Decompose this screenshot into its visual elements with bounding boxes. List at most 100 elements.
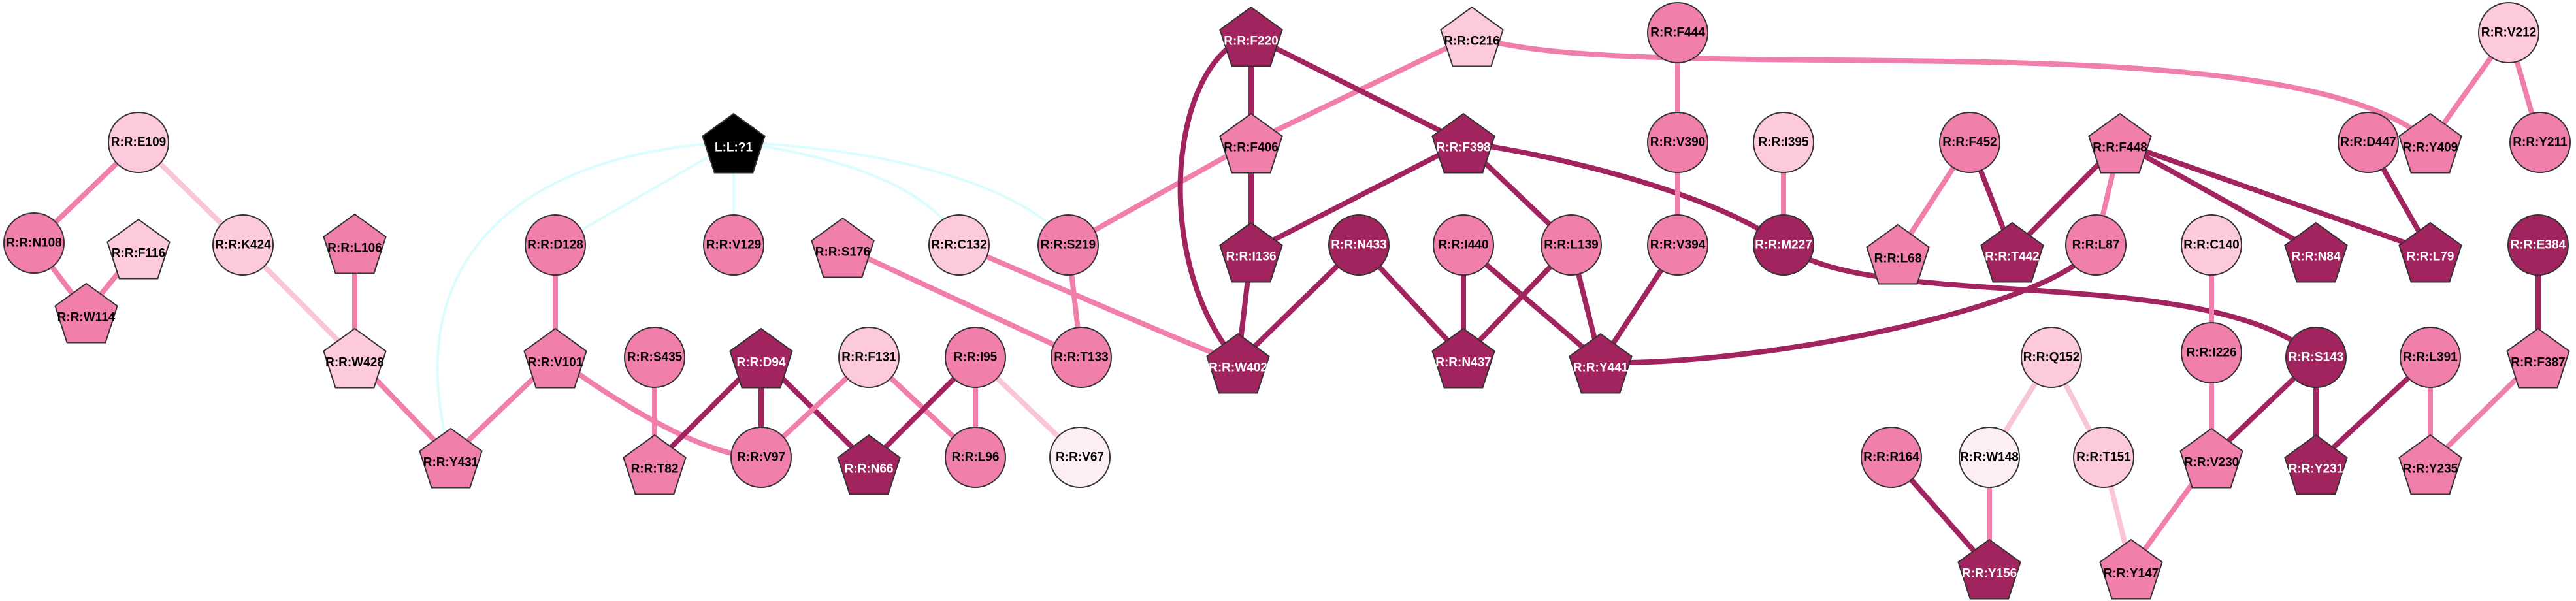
node-r-r-v67[interactable]: R:R:V67 [1049,427,1111,488]
edge-r-r-f398-to-r-r-m227 [1461,140,1786,248]
node-r-r-i440[interactable]: R:R:I440 [1433,214,1494,276]
node-shape [2338,112,2399,173]
node-r-r-t82[interactable]: R:R:T82 [623,434,687,495]
node-r-r-w114[interactable]: R:R:W114 [54,282,118,344]
node-r-r-v97[interactable]: R:R:V97 [730,427,792,488]
node-label: R:R:N437 [1435,356,1492,370]
node-label: R:R:L391 [2403,351,2458,365]
node-label: R:R:E109 [111,136,166,150]
node-r-r-t442[interactable]: R:R:T442 [1980,221,2044,283]
node-r-r-d447[interactable]: R:R:D447 [2338,112,2399,173]
node-r-r-e109[interactable]: R:R:E109 [108,112,169,173]
node-r-r-n433[interactable]: R:R:N433 [1328,214,1390,276]
node-shape [2398,112,2462,174]
node-r-r-i395[interactable]: R:R:I395 [1753,112,1814,173]
node-r-r-n108[interactable]: R:R:N108 [3,212,65,274]
node-shape [1037,214,1099,276]
node-r-r-c132[interactable]: R:R:C132 [928,214,990,276]
node-r-r-s435[interactable]: R:R:S435 [624,327,685,388]
node-label: R:R:S143 [2289,351,2343,365]
node-r-r-w428[interactable]: R:R:W428 [323,327,387,389]
node-r-r-f452[interactable]: R:R:F452 [1939,112,2000,173]
node-r-r-n437[interactable]: R:R:N437 [1431,327,1495,389]
node-shape [1866,223,1930,285]
node-label: R:R:F448 [2093,141,2147,155]
node-label: R:R:C216 [1444,35,1500,48]
node-r-r-i95[interactable]: R:R:I95 [945,327,1006,388]
node-r-r-l96[interactable]: R:R:L96 [945,427,1006,488]
node-r-r-w148[interactable]: R:R:W148 [1959,427,2020,488]
node-r-r-y231[interactable]: R:R:Y231 [2284,434,2348,495]
node-r-r-v394[interactable]: R:R:V394 [1647,214,1708,276]
node-r-r-d128[interactable]: R:R:D128 [525,214,586,276]
node-label: R:R:M227 [1755,238,1812,252]
node-r-r-c216[interactable]: R:R:C216 [1440,6,1504,67]
node-r-r-d94[interactable]: R:R:D94 [729,327,793,389]
node-r-r-l391[interactable]: R:R:L391 [2400,327,2461,388]
node-r-r-l79[interactable]: R:R:L79 [2398,221,2462,283]
node-shape [2507,214,2569,276]
node-r-r-s219[interactable]: R:R:S219 [1037,214,1099,276]
node-r-r-q152[interactable]: R:R:Q152 [2021,327,2082,388]
node-r-r-t133[interactable]: R:R:T133 [1051,327,1112,388]
node-r-r-f444[interactable]: R:R:F444 [1647,2,1708,63]
node-r-r-f448[interactable]: R:R:F448 [2088,112,2152,174]
node-label: R:R:F444 [1650,26,1705,40]
node-r-r-i226[interactable]: R:R:I226 [2181,322,2242,383]
node-r-r-v101[interactable]: R:R:V101 [523,327,587,389]
node-r-r-f116[interactable]: R:R:F116 [106,218,171,280]
node-label: R:R:Q152 [2023,351,2080,365]
node-r-r-r164[interactable]: R:R:R164 [1861,427,1922,488]
node-r-r-t151[interactable]: R:R:T151 [2073,427,2134,488]
node-r-r-y409[interactable]: R:R:Y409 [2398,112,2462,174]
node-label: R:R:Y211 [2513,136,2568,150]
node-r-r-y441[interactable]: R:R:Y441 [1569,333,1633,394]
node-shape [525,214,586,276]
node-r-r-i136[interactable]: R:R:I136 [1219,221,1283,283]
node-r-r-f398[interactable]: R:R:F398 [1431,112,1495,174]
node-r-r-v390[interactable]: R:R:V390 [1647,112,1708,173]
node-r-r-f220[interactable]: R:R:F220 [1219,6,1283,67]
node-label: R:R:Y235 [2403,463,2458,476]
node-r-r-y431[interactable]: R:R:Y431 [419,427,483,489]
node-r-r-f406[interactable]: R:R:F406 [1219,112,1283,174]
node-l-l-1[interactable]: L:L:?1 [702,112,766,174]
node-r-r-y211[interactable]: R:R:Y211 [2509,112,2571,173]
node-r-r-l87[interactable]: R:R:L87 [2065,214,2127,276]
node-r-r-v230[interactable]: R:R:V230 [2179,427,2243,489]
node-r-r-l106[interactable]: R:R:L106 [323,213,387,274]
node-shape [2181,214,2242,276]
node-shape [1219,112,1283,174]
node-r-r-f387[interactable]: R:R:F387 [2506,327,2570,389]
node-r-r-l68[interactable]: R:R:L68 [1866,223,1930,285]
node-r-r-s143[interactable]: R:R:S143 [2285,327,2347,388]
node-shape [1959,427,2020,488]
node-r-r-n84[interactable]: R:R:N84 [2284,221,2348,283]
node-r-r-v212[interactable]: R:R:V212 [2478,2,2539,63]
node-label: R:R:V212 [2481,26,2536,40]
node-r-r-y156[interactable]: R:R:Y156 [1957,538,2021,600]
node-r-r-e384[interactable]: R:R:E384 [2507,214,2569,276]
node-r-r-l139[interactable]: R:R:L139 [1541,214,1602,276]
node-label: R:R:C140 [2183,238,2240,252]
node-shape [945,427,1006,488]
node-label: R:R:Y147 [2104,567,2159,581]
node-r-r-w402[interactable]: R:R:W402 [1206,333,1270,394]
node-r-r-y147[interactable]: R:R:Y147 [2099,538,2163,600]
node-r-r-k424[interactable]: R:R:K424 [212,214,274,276]
node-shape [1647,2,1708,63]
node-label: R:R:W114 [57,311,116,325]
node-r-r-f131[interactable]: R:R:F131 [838,327,900,388]
edge-r-r-m227-to-r-r-s143 [1781,242,2319,360]
node-label: L:L:?1 [715,141,753,155]
node-r-r-n66[interactable]: R:R:N66 [837,434,901,495]
node-label: R:R:I95 [954,351,998,365]
node-r-r-c140[interactable]: R:R:C140 [2181,214,2242,276]
node-r-r-v129[interactable]: R:R:V129 [703,214,764,276]
node-label: R:R:T82 [631,463,679,476]
node-r-r-s176[interactable]: R:R:S176 [811,217,875,278]
node-label: R:R:V97 [737,451,785,464]
edge-r-r-f220-to-r-r-w402 [1177,33,1254,365]
node-r-r-m227[interactable]: R:R:M227 [1753,214,1814,276]
node-r-r-y235[interactable]: R:R:Y235 [2398,434,2462,495]
